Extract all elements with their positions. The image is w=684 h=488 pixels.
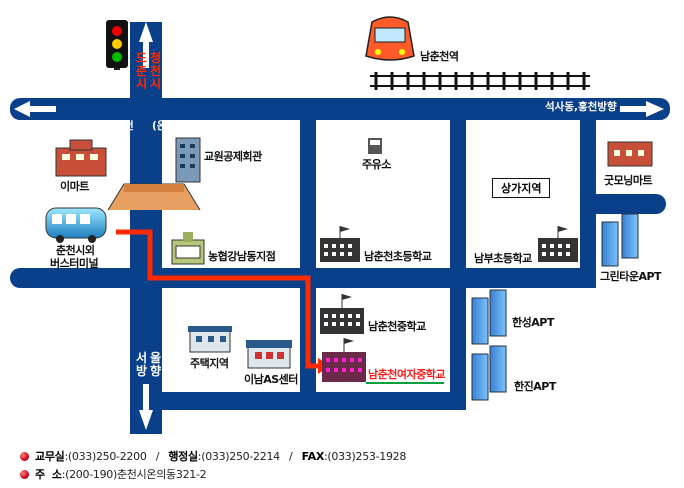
gas-station-label: 주유소 xyxy=(362,158,391,171)
fax-value: :(033)253-1928 xyxy=(324,450,407,463)
address-value: :(200-190)춘천시온의동321-2 xyxy=(61,468,207,481)
fax-key: FAX xyxy=(301,450,325,463)
overpass-icon xyxy=(107,183,201,211)
green-town-label: 그린타운APT xyxy=(600,270,662,283)
goodmorning-mart-label: 굿모닝마트 xyxy=(604,174,653,187)
station-label: 남춘천역 xyxy=(420,50,459,63)
shopping-area-label: 상가지역 xyxy=(492,178,551,198)
route-line xyxy=(116,229,320,369)
separator: / xyxy=(155,450,160,463)
nambu-elementary-icon xyxy=(538,226,578,262)
bus-terminal-label-2: 버스터미널 xyxy=(50,257,99,270)
teachers-hall-label: 교원공제회관 xyxy=(204,150,262,163)
bullet-icon xyxy=(20,470,29,479)
city-hall-left-label: 도춘시 xyxy=(135,51,148,91)
south-left-label: 서방 xyxy=(135,351,148,378)
intersection-label: (온의사거리) xyxy=(152,119,210,132)
teachers-hall-building-icon xyxy=(175,137,201,183)
south-right-label: 울향 xyxy=(149,351,162,378)
goodmorning-mart-icon xyxy=(607,141,653,167)
office-value: :(033)250-2200 xyxy=(64,450,147,463)
bus-terminal-label-1: 춘천시외 xyxy=(56,244,95,257)
bank-building-icon xyxy=(171,232,205,265)
hansung-apt-icon xyxy=(471,289,507,345)
girls-middle-school-icon xyxy=(322,338,366,382)
nambu-elementary-label: 남부초등학교 xyxy=(474,252,532,265)
hanjin-label: 한진APT xyxy=(514,380,556,393)
address-line: 주 소:(200-190)춘천시온의동321-2 xyxy=(20,466,207,482)
housing-label: 주택지역 xyxy=(190,357,229,370)
separator: / xyxy=(289,450,293,463)
city-hall-right-label: 청천시 xyxy=(149,51,162,91)
admin-value: :(033)250-2214 xyxy=(197,450,280,463)
road-network xyxy=(10,22,670,434)
address-key: 주 소 xyxy=(35,468,62,481)
green-town-apt-icon xyxy=(601,213,639,267)
traffic-light-icon xyxy=(106,20,128,70)
east-road-label: 석사동,홍천방향 xyxy=(545,100,617,113)
train-icon xyxy=(365,16,415,61)
west-road-label: 화천방향,공지천 xyxy=(62,119,134,132)
girls-middle-label: 남춘천여자중학교 xyxy=(368,368,445,381)
namchuncheon-middle-label: 남춘천중학교 xyxy=(368,320,426,333)
railway-track xyxy=(370,72,590,90)
inam-as-label: 이남AS센터 xyxy=(244,373,298,386)
emart-building-icon xyxy=(55,139,107,177)
gas-station-icon xyxy=(368,138,382,154)
office-key: 교무실 xyxy=(35,450,65,463)
bus-icon xyxy=(45,207,107,243)
namchuncheon-elementary-icon xyxy=(320,226,360,262)
namchuncheon-elementary-label: 남춘천초등학교 xyxy=(364,250,432,263)
contact-line: 교무실:(033)250-2200 / 행정실:(033)250-2214 / … xyxy=(20,448,406,464)
namchuncheon-middle-icon xyxy=(320,294,364,334)
housing-icon xyxy=(188,326,232,353)
emart-label: 이마트 xyxy=(60,180,89,193)
hanjin-apt-icon xyxy=(471,345,507,401)
nonghyup-label: 농협강남동지점 xyxy=(208,250,276,263)
hansung-label: 한성APT xyxy=(512,316,554,329)
bullet-icon xyxy=(20,452,29,461)
admin-key: 행정실 xyxy=(168,450,198,463)
road-arrows xyxy=(14,22,664,430)
inam-as-center-icon xyxy=(246,340,292,369)
